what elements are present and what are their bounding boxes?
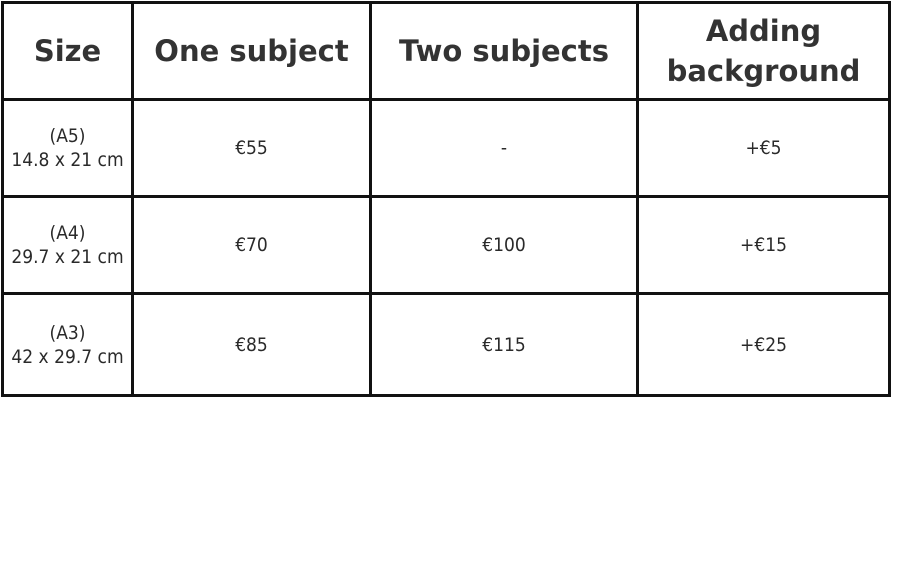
size-dimensions: 14.8 x 21 cm [11,149,124,171]
adding-background-price: +€15 [636,195,891,295]
table-body: (A5) 14.8 x 21 cm €55 - +€5 (A4) 29.7 x … [1,98,891,397]
table-row-a3: (A3) 42 x 29.7 cm €85 €115 +€25 [1,292,891,397]
one-subject-price: €70 [131,195,372,295]
header-row: Size One subject Two subjects Adding bac… [1,1,891,101]
header-size: Size [1,1,134,101]
price-table: Size One subject Two subjects Adding bac… [1,1,891,397]
header-two-subjects: Two subjects [369,1,639,101]
adding-background-price: +€25 [636,292,891,397]
two-subjects-price: €100 [369,195,639,295]
size-code: (A3) [49,321,86,344]
header-adding-background: Adding background [636,1,891,101]
two-subjects-price: €115 [369,292,639,397]
size-cell: (A4) 29.7 x 21 cm [1,195,134,295]
size-dimensions: 42 x 29.7 cm [11,345,124,368]
header-adding-background-line2: background [666,54,861,88]
adding-background-price: +€5 [636,98,891,198]
size-cell: (A5) 14.8 x 21 cm [1,98,134,198]
header-adding-background-line1: Adding [705,14,822,48]
table-header: Size One subject Two subjects Adding bac… [1,1,891,101]
table-row-a5: (A5) 14.8 x 21 cm €55 - +€5 [1,98,891,198]
table-row-a4: (A4) 29.7 x 21 cm €70 €100 +€15 [1,195,891,295]
header-one-subject: One subject [131,1,372,101]
size-dimensions: 29.7 x 21 cm [11,246,124,268]
size-code: (A4) [49,222,86,244]
two-subjects-price: - [369,98,639,198]
one-subject-price: €85 [131,292,372,397]
one-subject-price: €55 [131,98,372,198]
size-code: (A5) [49,125,86,147]
size-cell: (A3) 42 x 29.7 cm [1,292,134,397]
